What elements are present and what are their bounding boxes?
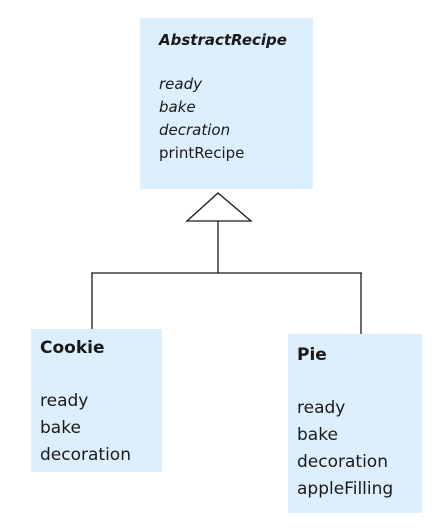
cookie-method-list: ready bake decoration	[40, 388, 162, 469]
pie-class-name: Pie	[297, 345, 327, 365]
abstract-recipe-method-list: ready bake decration printRecipe	[159, 73, 313, 165]
method-bake: bake	[297, 425, 338, 445]
abstract-recipe-class-name: AbstractRecipe	[159, 31, 287, 49]
method-bake: bake	[159, 98, 196, 116]
method-print-recipe: printRecipe	[159, 144, 245, 162]
method-ready: ready	[297, 398, 346, 418]
method-apple-filling: appleFilling	[297, 479, 394, 499]
method-bake: bake	[40, 418, 81, 438]
method-decoration: decoration	[297, 452, 388, 472]
method-decoration: decoration	[40, 445, 131, 465]
method-ready: ready	[40, 391, 89, 411]
pie-class-box: Pie ready bake decoration appleFilling	[288, 334, 422, 513]
cookie-class-box: Cookie ready bake decoration	[31, 329, 162, 472]
method-ready: ready	[159, 75, 202, 93]
method-decration: decration	[159, 121, 231, 139]
cookie-class-name: Cookie	[40, 338, 105, 358]
pie-method-list: ready bake decoration appleFilling	[297, 395, 422, 503]
abstract-recipe-class-box: AbstractRecipe ready bake decration prin…	[140, 18, 313, 189]
inheritance-arrowhead	[185, 192, 253, 222]
